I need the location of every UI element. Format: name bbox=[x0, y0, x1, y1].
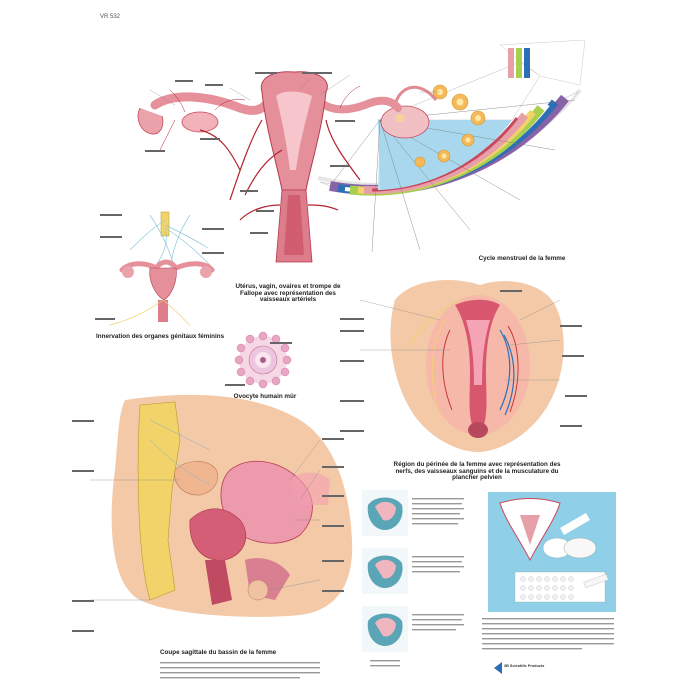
innervation-illustration bbox=[109, 211, 216, 327]
tiny-label-texture bbox=[72, 72, 587, 632]
oocyte-illustration bbox=[234, 331, 292, 389]
caption-innervation: Innervation des organes génitaux féminin… bbox=[96, 333, 225, 340]
caption-uterus: Utérus, vagin, ovaires et trompe de Fall… bbox=[235, 283, 341, 304]
caption-oocyte: Ovocyte humain mûr bbox=[233, 393, 297, 400]
uterus-illustration bbox=[137, 71, 402, 263]
leader-lines bbox=[90, 74, 561, 601]
sagittal-section-illustration bbox=[111, 394, 353, 617]
poster-code: VR 532 bbox=[100, 14, 121, 20]
caption-sagittal-section: Coupe sagittale du bassin de la femme bbox=[160, 649, 277, 656]
caption-menstrual-cycle: Cycle menstruel de la femme bbox=[478, 255, 566, 262]
contraception-collage bbox=[488, 492, 616, 612]
publisher-logo bbox=[494, 662, 502, 674]
publisher-name: 3B Scientific Products bbox=[504, 664, 545, 668]
insertion-steps-illustration bbox=[362, 490, 408, 652]
perineum-illustration bbox=[390, 280, 564, 452]
paragraph-texture bbox=[160, 498, 614, 679]
menstrual-cycle-diagram bbox=[317, 39, 586, 253]
caption-perineum: Région du périnée de la femme avec repré… bbox=[393, 461, 561, 482]
